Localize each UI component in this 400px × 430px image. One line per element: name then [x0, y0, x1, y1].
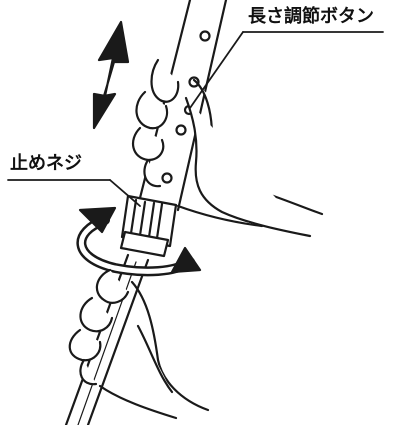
adjust-hole-icon [188, 76, 200, 88]
upper-hand [131, 58, 324, 238]
adjust-hole-icon [199, 30, 211, 42]
stop-screw-collar [119, 194, 178, 258]
length-button-leader [189, 31, 384, 109]
adjust-hole-icon [175, 124, 187, 136]
length-adjust-button-label: 長さ調節ボタン [248, 6, 374, 27]
stop-screw-label: 止めネジ [10, 153, 82, 174]
extend-retract-arrow-icon [92, 20, 130, 130]
lower-hand [68, 268, 210, 420]
rotate-arrow-icon [76, 206, 202, 277]
adjust-hole-icon [161, 172, 173, 184]
stop-screw-leader [7, 179, 141, 207]
